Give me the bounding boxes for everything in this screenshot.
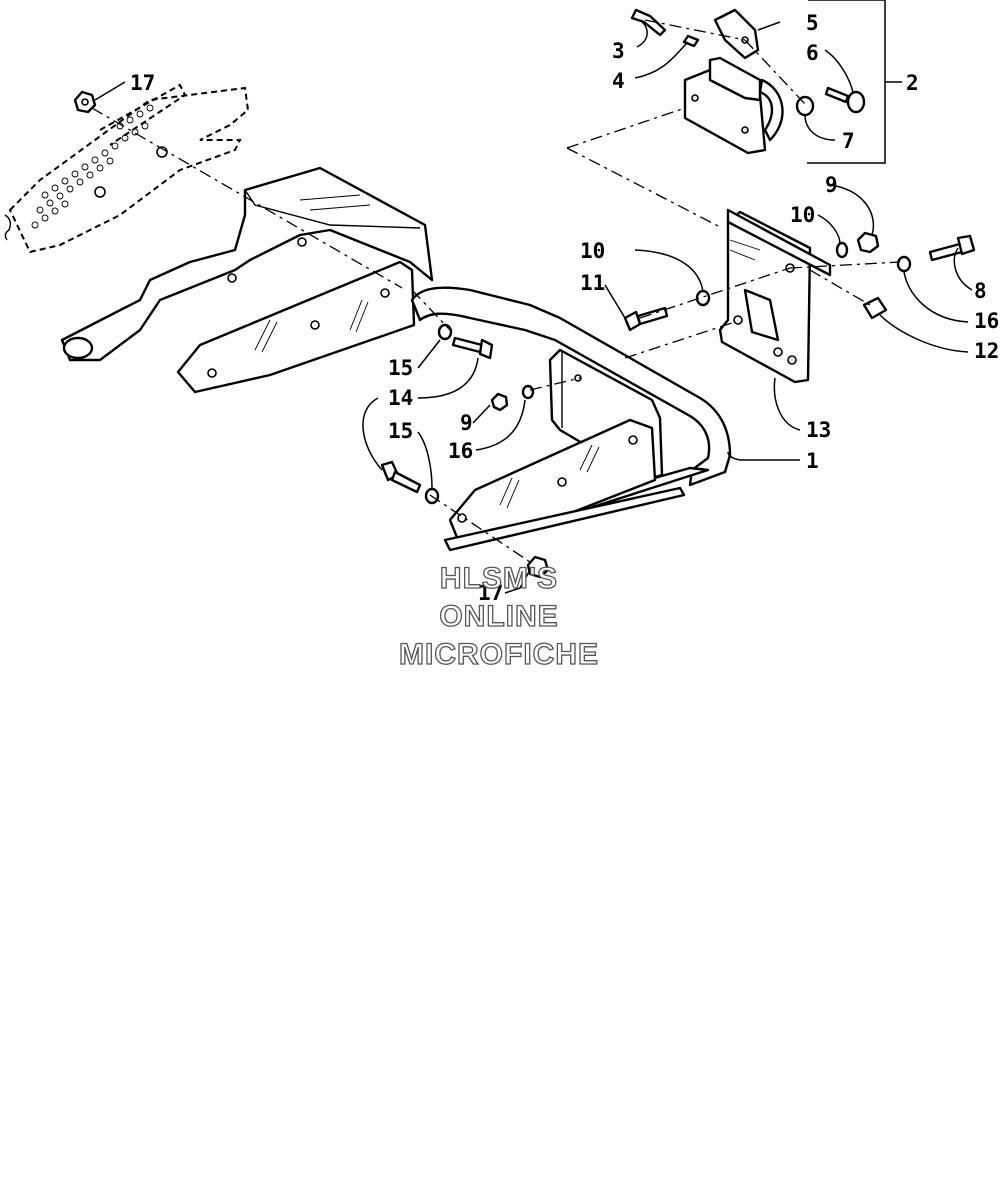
assembly-lines	[91, 19, 901, 563]
callout-16-left: 16	[448, 439, 473, 463]
watermark: HLSM'S ONLINE MICROFICHE	[398, 561, 599, 671]
watermark-line-2: ONLINE	[439, 600, 558, 633]
hitch-plate	[718, 208, 832, 384]
callout-1: 1	[806, 449, 819, 473]
left-gusset-plate	[176, 260, 416, 394]
hitch-assembly	[630, 8, 866, 155]
callout-4: 4	[612, 69, 625, 93]
callout-6: 6	[806, 41, 819, 65]
watermark-line-1: HLSM'S	[440, 562, 558, 595]
callout-7: 7	[842, 129, 855, 153]
callout-3: 3	[612, 39, 625, 63]
callout-14: 14	[388, 386, 413, 410]
right-gusset-plate	[443, 418, 686, 552]
callout-9-right: 9	[825, 173, 838, 197]
callout-9-left: 9	[460, 411, 473, 435]
callout-15-upper: 15	[388, 356, 413, 380]
callout-17-top: 17	[130, 71, 155, 95]
callout-5: 5	[806, 11, 819, 35]
leader-lines	[94, 19, 973, 594]
callout-2: 2	[906, 71, 919, 95]
callouts: 17 5 3 6 2 4 7 9 10 10 11 8 16 12 15 14 …	[130, 11, 999, 605]
fasteners	[73, 90, 976, 579]
callout-13: 13	[806, 418, 831, 442]
callout-12: 12	[974, 339, 999, 363]
callout-16-right: 16	[974, 309, 999, 333]
callout-10-left: 10	[580, 239, 605, 263]
watermark-line-3: MICROFICHE	[399, 638, 599, 671]
callout-15-lower: 15	[388, 419, 413, 443]
left-bracket	[60, 166, 434, 362]
running-board-ghost	[4, 83, 250, 254]
callout-10-right: 10	[790, 203, 815, 227]
callout-17-bottom: 17	[478, 581, 503, 605]
callout-8: 8	[974, 279, 987, 303]
callout-11: 11	[580, 271, 605, 295]
